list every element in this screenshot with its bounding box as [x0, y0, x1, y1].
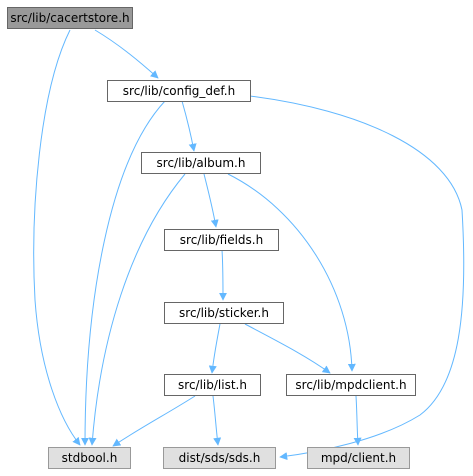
- node-mpdclient[interactable]: src/lib/mpdclient.h: [286, 374, 416, 396]
- edge-config-def-album: [181, 100, 197, 152]
- node-cacertstore[interactable]: src/lib/cacertstore.h: [7, 7, 133, 29]
- edge-list-stdbool: [112, 395, 196, 447]
- edge-list-sds: [212, 395, 222, 446]
- node-fields[interactable]: src/lib/fields.h: [164, 229, 279, 251]
- edge-fields-sticker: [218, 249, 227, 301]
- edge-album-stdbool: [88, 173, 186, 446]
- edge-mpdclient-client: [353, 395, 362, 446]
- node-sds[interactable]: dist/sds/sds.h: [163, 447, 276, 469]
- edge-config-def-stdbool: [81, 100, 166, 446]
- edge-sticker-mpdclient: [244, 323, 331, 374]
- node-sticker[interactable]: src/lib/sticker.h: [164, 302, 284, 324]
- edge-album-fields: [203, 173, 219, 228]
- node-stdbool[interactable]: stdbool.h: [48, 447, 131, 469]
- node-list[interactable]: src/lib/list.h: [164, 374, 261, 396]
- edge-cacertstore-stdbool: [33, 29, 81, 446]
- node-album[interactable]: src/lib/album.h: [141, 152, 261, 174]
- edge-sticker-list: [208, 323, 221, 374]
- edge-config-def-sds: [249, 95, 465, 461]
- edge-album-mpdclient: [227, 173, 356, 372]
- node-config-def[interactable]: src/lib/config_def.h: [107, 80, 251, 102]
- node-client[interactable]: mpd/client.h: [307, 447, 410, 469]
- edge-cacertstore-config-def: [94, 29, 159, 79]
